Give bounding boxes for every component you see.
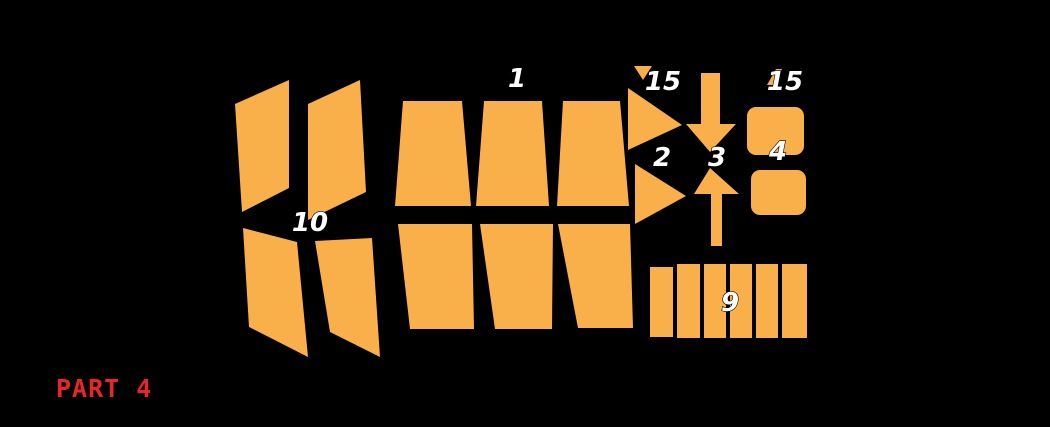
piece-9-strip-5 bbox=[756, 264, 778, 338]
piece-2-upper-triangle bbox=[628, 88, 682, 150]
label-part-3: 3 bbox=[708, 143, 726, 173]
piece-15-left-tab bbox=[634, 66, 652, 80]
label-part-15-right: 15 bbox=[767, 67, 803, 97]
piece-3-up-arrow bbox=[694, 168, 739, 246]
piece-1-top-b bbox=[476, 101, 549, 206]
part-number-labels: 1 15 15 2 3 4 10 9 bbox=[291, 63, 803, 318]
piece-4-upper-square bbox=[747, 107, 804, 155]
label-part-2: 2 bbox=[653, 143, 671, 173]
part-title: PART 4 bbox=[56, 374, 153, 403]
label-part-9: 9 bbox=[721, 288, 739, 318]
piece-1-top-a bbox=[395, 101, 471, 206]
label-part-10: 10 bbox=[292, 208, 328, 238]
piece-3-down-arrow bbox=[686, 73, 736, 152]
piece-9-strip-1 bbox=[650, 267, 673, 337]
label-part-1: 1 bbox=[508, 64, 526, 94]
piece-2-lower-triangle bbox=[635, 164, 686, 224]
piece-1-bottom-c bbox=[558, 224, 633, 328]
piece-9-strip-3 bbox=[704, 264, 726, 338]
piece-15-right-tab bbox=[767, 69, 782, 85]
piece-1-top-c bbox=[557, 101, 629, 206]
piece-9-strip-4 bbox=[730, 264, 752, 338]
label-part-15-left: 15 bbox=[645, 67, 681, 97]
piece-4-lower-square bbox=[751, 170, 806, 215]
piece-10-top-right bbox=[308, 80, 366, 220]
label-part-4: 4 bbox=[768, 137, 787, 167]
piece-10-top-left bbox=[235, 80, 289, 212]
piece-10-bottom-left bbox=[243, 228, 308, 357]
piece-10-bottom-right bbox=[315, 238, 380, 357]
piece-9-strip-6 bbox=[782, 264, 807, 338]
piece-9-strip-2 bbox=[677, 264, 700, 338]
cutout-pieces bbox=[235, 66, 807, 357]
piece-1-bottom-b bbox=[480, 224, 553, 329]
piece-1-bottom-a bbox=[398, 224, 474, 329]
